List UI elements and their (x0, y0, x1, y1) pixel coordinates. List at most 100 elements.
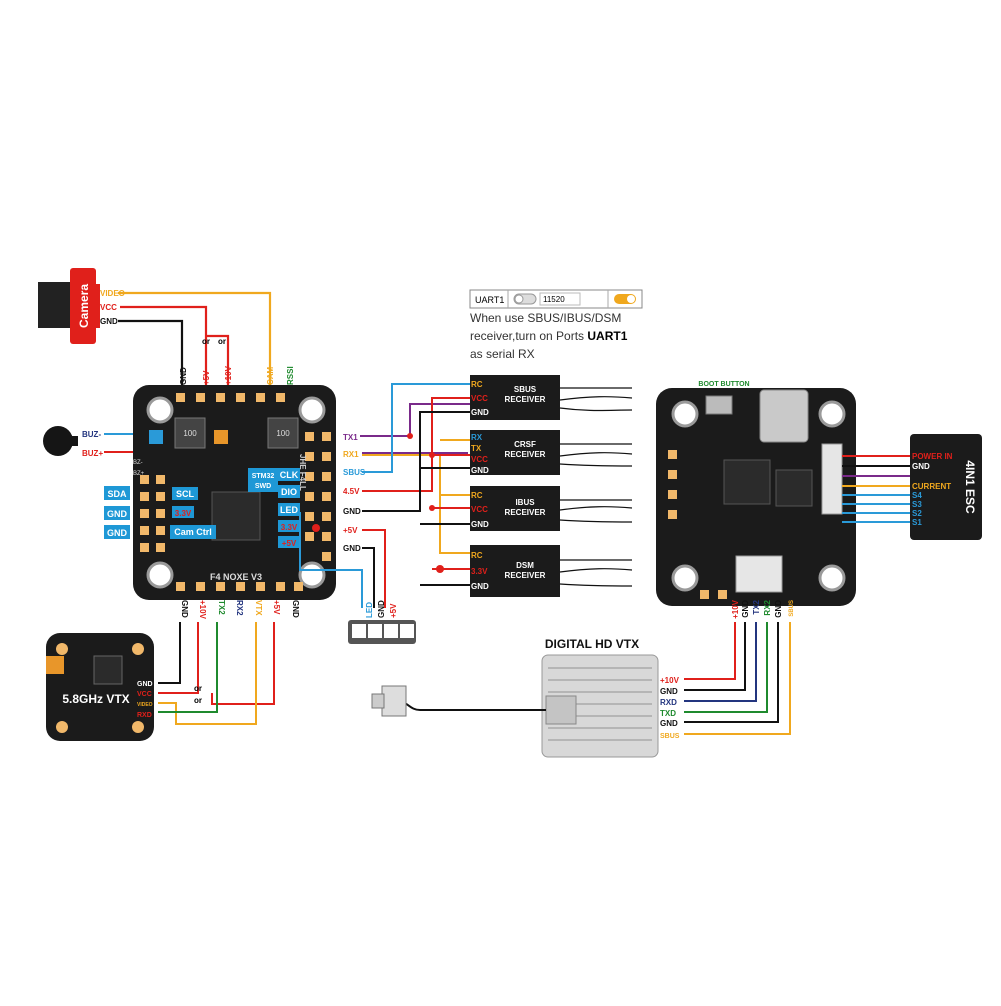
crsf-vcc: VCC (471, 455, 488, 464)
esc-pin-s2: S2 (912, 509, 922, 518)
receiver-sbus-name-2: RECEIVER (505, 395, 546, 404)
fc-clk-box (278, 468, 300, 481)
buzzer: BUZ- BUZ+ (43, 426, 148, 458)
fc-silk: JHE F4LL (298, 454, 307, 491)
fc-inductor-label: 100 (276, 429, 290, 438)
fc-bottom-rx2: RX2 (235, 600, 244, 616)
fc-inductor (174, 417, 206, 449)
receiver-ibus-name-1: IBUS (515, 498, 535, 507)
camera-pin-gnd: GND (100, 317, 118, 326)
led-strip: LED GND +5V (348, 600, 416, 644)
uart-note-line3: as serial RX (470, 347, 535, 361)
camera-pin-vcc: VCC (100, 303, 117, 312)
wire-vcc (120, 305, 208, 392)
fc-left-sda: SDA (107, 489, 127, 499)
led-strip-light (352, 624, 366, 638)
wire-sbus (362, 383, 470, 473)
receiver-dsm (470, 545, 560, 597)
buzzer-body (43, 426, 73, 456)
buzzer-plus: BUZ+ (82, 449, 103, 458)
led-strip-5v: +5V (389, 603, 398, 618)
fc-right-5v: +5V (343, 526, 358, 535)
fc-led-box (278, 503, 300, 516)
uart-toggle: UART1 11520 (469, 289, 643, 309)
wire-junctions (407, 433, 444, 573)
wire-45v-branch (432, 454, 470, 570)
ibus-rc: RC (471, 491, 483, 500)
fc-right-rx1: RX1 (343, 450, 359, 459)
hd-wire-10v (684, 622, 736, 680)
receiver-wires (299, 383, 470, 608)
analog-vtx-mount (56, 721, 68, 733)
fc-bottom-gnd2: GND (291, 600, 300, 618)
hd-wire-txd (684, 622, 768, 713)
uart-port: UART1 (475, 295, 504, 305)
fc-top-gnd: GND (179, 367, 188, 385)
fc-bottom-5v: +5V (272, 600, 281, 615)
wire-led (299, 512, 363, 608)
or-label-2: or (218, 337, 226, 346)
wire-rx1 (362, 454, 470, 554)
esc-mount-hole (671, 400, 699, 428)
fc-bottom-vtx: VTX (254, 600, 263, 616)
sbus-gnd: GND (471, 408, 489, 417)
fc-left-gnd2-box (104, 525, 130, 539)
hd-wire-gnd2 (684, 622, 779, 723)
uart-switch-knob (627, 295, 635, 303)
fc-bottom-gnd: GND (180, 600, 189, 618)
escb-gnd: GND (741, 600, 750, 618)
fc-33v: 3.3V (175, 509, 192, 518)
hd-vtx-pins: +10V GND RXD TXD GND SBUS (660, 676, 680, 740)
usb-c-port[interactable] (759, 389, 809, 443)
avtx-wire-tx2 (158, 622, 218, 713)
fc-scl: SCL (176, 489, 195, 499)
fc-clk: CLK (280, 470, 299, 480)
boot-button[interactable] (705, 395, 733, 415)
or-label-1: or (202, 337, 210, 346)
fc-inductor-label: 100 (183, 429, 197, 438)
or-label-3: or (194, 684, 202, 693)
fc-scl-box (172, 487, 198, 500)
fc-mcu (211, 491, 261, 541)
fc-5v-box (278, 536, 300, 548)
uart-baud-box[interactable] (539, 292, 581, 306)
sbus-rc: RC (471, 380, 483, 389)
fc-33vb-box (278, 520, 300, 532)
fc-left-sda-box (104, 486, 130, 500)
hd-pin-10v: +10V (660, 676, 680, 685)
fc-left-gnd2: GND (107, 528, 128, 538)
fc-mcu-swd-line1: STM32 (252, 473, 275, 480)
fc-dio-box (278, 485, 300, 498)
analog-vtx-body (46, 633, 154, 741)
fc-right-sbus: SBUS (343, 468, 366, 477)
avtx-wire-vcc-alt (211, 622, 275, 705)
led-strip-gnd: GND (377, 600, 386, 618)
fc-top-pins: GND +5V +10V CAM RSSI (179, 365, 295, 385)
hd-vtx-antenna-tip (371, 693, 385, 709)
fc-board-labels: SCL 3.3V Cam Ctrl STM32 SWD CLK DIO LED … (170, 454, 307, 582)
esc-pads (668, 450, 727, 599)
uart-note-line2-text: receiver,turn on Ports (470, 329, 588, 343)
hd-vtx-wires (684, 622, 791, 735)
fc-33v-box (172, 506, 194, 518)
receiver-antennas (559, 387, 633, 587)
led-strip-light (400, 624, 414, 638)
fc-right-tx1: TX1 (343, 433, 358, 442)
ibus-vcc: VCC (471, 505, 488, 514)
dsm-rc: RC (471, 551, 483, 560)
wire-gnd (118, 319, 184, 392)
esc-pin-current: CURRENT (912, 482, 951, 491)
camera: Camera VIDEO VCC GND (38, 268, 125, 344)
wire-tx1 (360, 403, 470, 437)
esc-connector (821, 443, 843, 515)
receiver-sbus-name-1: SBUS (514, 385, 537, 394)
fc-5v: +5V (282, 539, 297, 548)
camera-wires (118, 291, 272, 392)
fc-camctrl: Cam Ctrl (174, 527, 212, 537)
crsf-gnd: GND (471, 466, 489, 475)
led-strip-light (368, 624, 382, 638)
esc-chip-2 (775, 469, 813, 507)
analog-vtx-pins: GND VCC VIDEO RXD (137, 681, 153, 719)
